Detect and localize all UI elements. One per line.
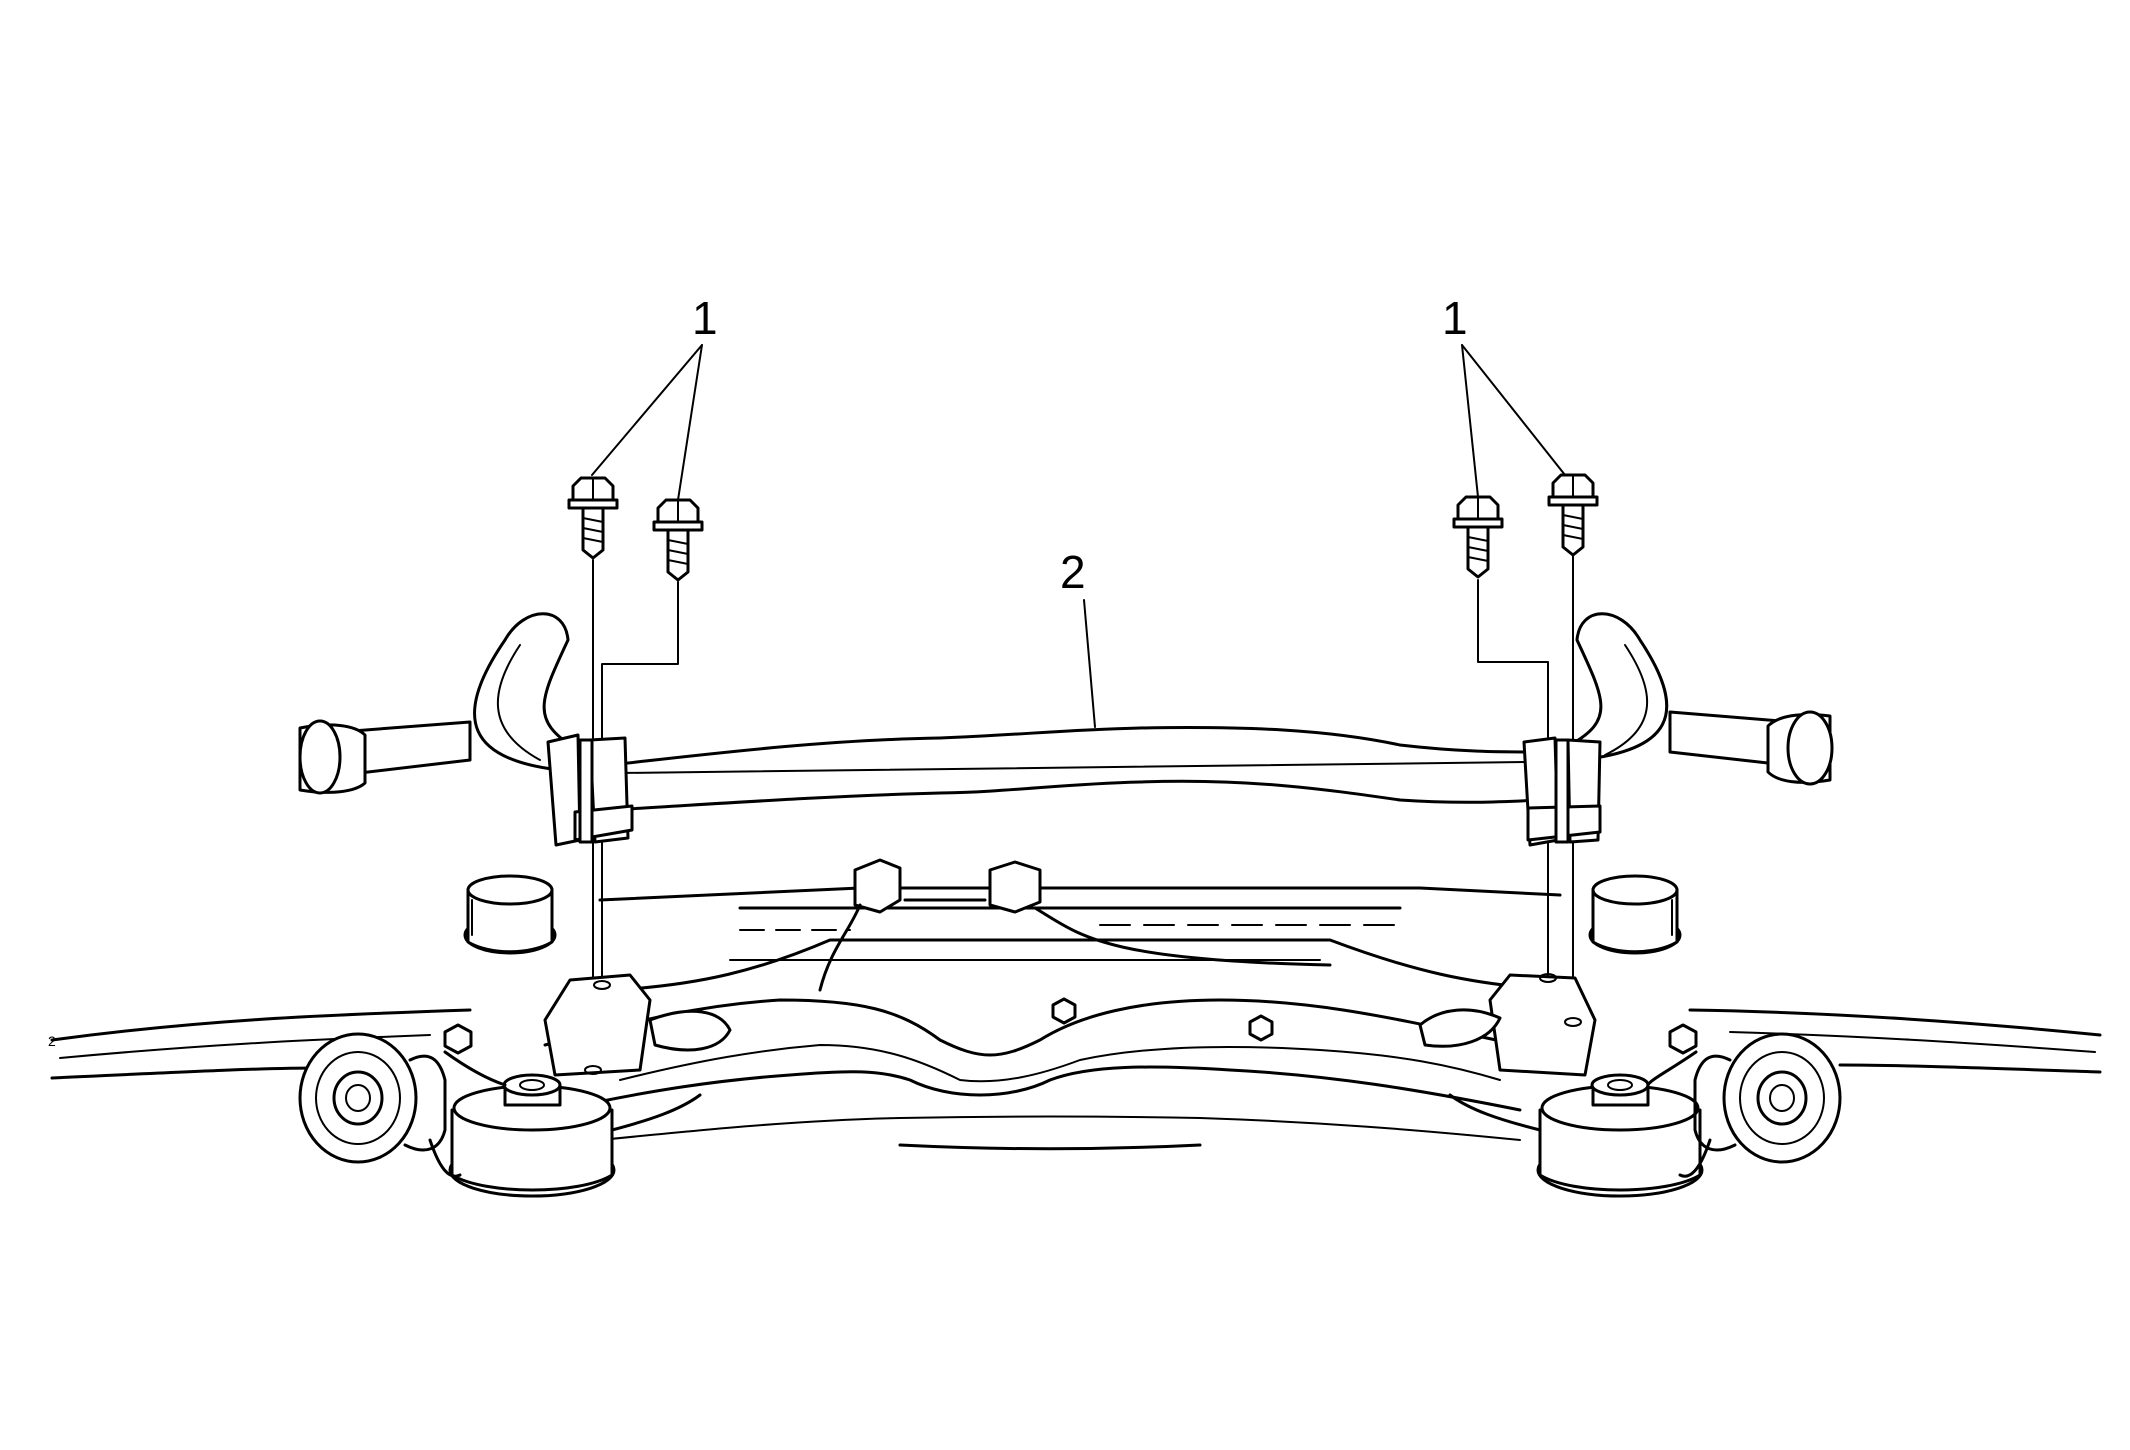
upper-mount-right (1588, 874, 1682, 955)
rear-subframe (50, 858, 2102, 1198)
trailing-arm-bushing-right (1693, 1032, 1842, 1164)
lower-mount-right (1536, 1073, 1704, 1198)
bolt-left-outer (567, 476, 619, 560)
stabilizer-bar (298, 612, 1834, 847)
callout-label-bolts-right: 1 (1442, 292, 1468, 344)
leader-lines (591, 344, 1566, 728)
upper-mount-left (463, 874, 557, 955)
callout-label-stabilizer-bar: 2 (1060, 546, 1086, 598)
bolt-right-inner (1452, 495, 1504, 579)
lower-mount-left (448, 1073, 616, 1198)
callout-label-bolts-left: 1 (692, 292, 718, 344)
bolt-left-inner (652, 498, 704, 582)
trailing-arm-bushing-left (298, 1032, 447, 1164)
bolt-alignment-lines (592, 555, 1574, 1071)
bolt-right-outer (1547, 473, 1599, 557)
stabilizer-bushing-right (1522, 736, 1602, 847)
stabilizer-bushing-left (546, 733, 634, 847)
